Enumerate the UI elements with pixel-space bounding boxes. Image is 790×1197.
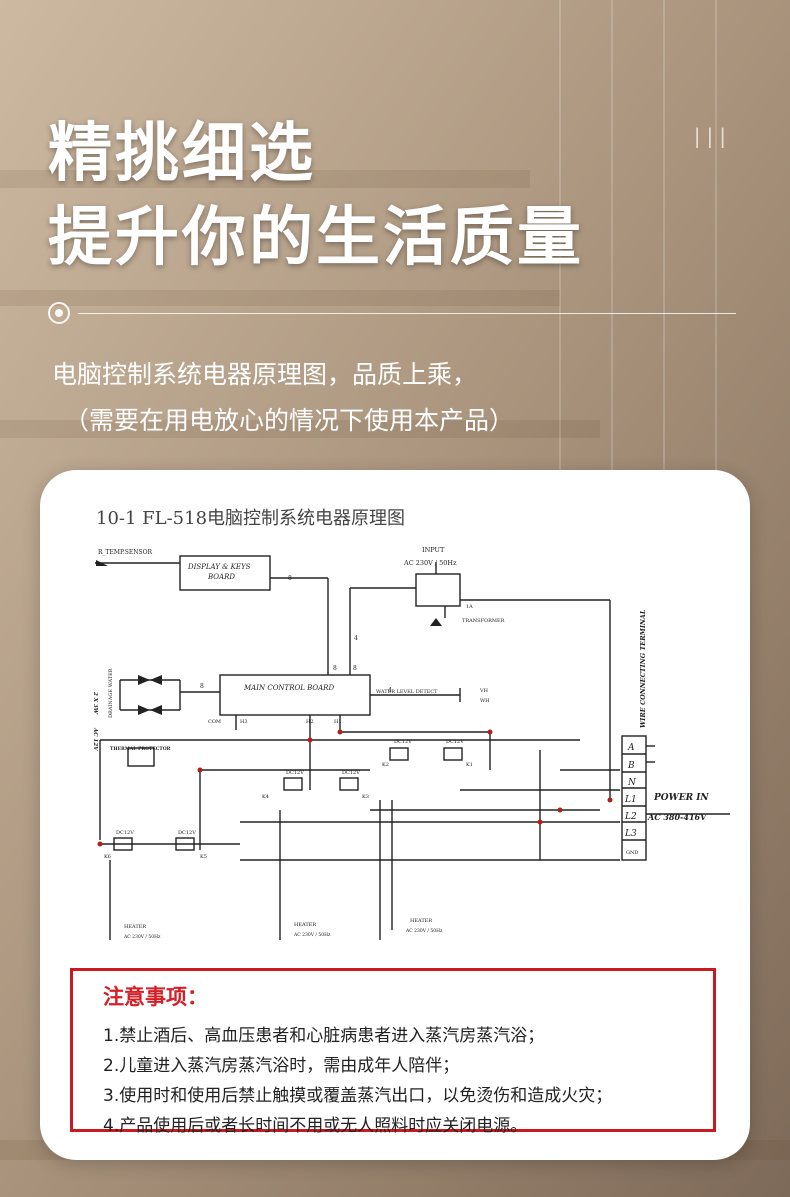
fuse-label: 1A — [466, 604, 473, 610]
pin-h2: H2 — [306, 719, 314, 725]
divider-line — [78, 313, 736, 314]
bus-marker: 4 — [388, 687, 392, 694]
circuit-diagram: 10-1 FL-518电脑控制系统电器原理图 R_TEMP.SENSOR DIS… — [92, 508, 730, 940]
terminal-l1: L1 — [624, 795, 637, 805]
notice-item: 3.使用时和使用后禁止触摸或覆盖蒸汽出口，以免烫伤和造成火灾； — [103, 1086, 613, 1106]
description-line1: 电脑控制系统电器原理图，品质上乘， — [52, 360, 478, 389]
bars-icon: ||| — [693, 124, 732, 148]
description-line2: （需要在用电放心的情况下使用本产品） — [64, 406, 515, 435]
relay-name: K5 — [200, 854, 207, 860]
hero-heading: 精挑细选 提升你的生活质量 — [48, 112, 584, 280]
heater-spec: AC 230V / 50Hz — [293, 932, 331, 938]
relay-name: K4 — [262, 794, 269, 800]
relay-coil: DC12V — [394, 739, 412, 745]
heater-spec: AC 230V / 50Hz — [405, 928, 443, 934]
notice-box: 注意事项： 1.禁止酒后、高血压患者和心脏病患者进入蒸汽房蒸汽浴； 2.儿童进入… — [70, 968, 716, 1136]
bus-marker: 4 — [354, 635, 358, 642]
power-voltage: AC 380-416V — [647, 812, 707, 822]
diagram-title: 10-1 FL-518电脑控制系统电器原理图 — [96, 508, 405, 529]
relay-coil: DC12V — [286, 770, 304, 776]
heater-label: HEATER — [294, 922, 316, 928]
heater-label: HEATER — [124, 924, 146, 930]
pin-h3: H3 — [240, 719, 248, 725]
heater-spec: AC 230V / 50Hz — [123, 934, 161, 940]
power-in-label: POWER IN — [653, 793, 709, 803]
relay-name: K3 — [362, 794, 369, 800]
relay-coil: DC12V — [342, 770, 360, 776]
display-board-line2: BOARD — [207, 573, 235, 581]
input-label: INPUT — [422, 546, 445, 554]
diagram-card: 10-1 FL-518电脑控制系统电器原理图 R_TEMP.SENSOR DIS… — [40, 470, 750, 1160]
relay-coil: DC12V — [116, 830, 134, 836]
relay-coil: DC12V — [178, 830, 196, 836]
description: 电脑控制系统电器原理图，品质上乘， （需要在用电放心的情况下使用本产品） — [52, 352, 514, 444]
relay-name: K6 — [104, 854, 111, 860]
terminal-n: N — [627, 778, 637, 788]
section-divider — [48, 300, 736, 330]
vh-label: VH — [479, 688, 489, 694]
target-circle-icon — [48, 302, 70, 324]
hero-title-line1: 精挑细选 — [48, 117, 316, 191]
main-board-label: MAIN CONTROL BOARD — [243, 684, 334, 692]
hero-title-line2: 提升你的生活质量 — [48, 201, 584, 275]
terminal-gnd: GND — [626, 850, 638, 856]
wh-label: WH — [480, 698, 490, 704]
display-board-line1: DISPLAY & KEYS — [187, 563, 251, 571]
wire-terminal-label: WIRE CONNECTING TERMINAL — [639, 609, 647, 728]
notice-item: 4.产品使用后或者长时间不用或无人照料时应关闭电源。 — [103, 1116, 528, 1136]
relay-coil: DC12V — [446, 739, 464, 745]
notice-item: 2.儿童进入蒸汽房蒸汽浴时，需由成年人陪伴； — [103, 1056, 460, 1076]
water-level-label: WATER LEVEL DETECT — [376, 689, 438, 695]
terminal-b: B — [627, 761, 635, 771]
left-label-voltage: AC 12V — [92, 727, 98, 751]
transformer-label: TRANSFORMER — [462, 618, 505, 624]
relay-name: K1 — [466, 762, 473, 768]
bus-marker: 8 — [353, 665, 357, 672]
sensor-label: R_TEMP.SENSOR — [98, 549, 153, 556]
relay-name: K2 — [382, 762, 389, 768]
drainage-label: DRAINAGE WATER — [108, 668, 114, 718]
terminal-a: A — [627, 743, 635, 753]
terminal-l3: L3 — [624, 829, 637, 839]
notice-title: 注意事项： — [103, 985, 208, 1009]
thermal-label: THERMAL PROTECTOR — [110, 746, 171, 752]
heater-label: HEATER — [410, 918, 432, 924]
left-label-watts: 2 X 3W — [92, 691, 98, 715]
bus-marker: 8 — [333, 665, 337, 672]
notice-item: 1.禁止酒后、高血压患者和心脏病患者进入蒸汽房蒸汽浴； — [103, 1026, 545, 1046]
pin-h1: H1 — [334, 719, 342, 725]
input-voltage: AC 230V / 50Hz — [403, 559, 457, 567]
bus-marker: 8 — [288, 575, 292, 582]
terminal-l2: L2 — [624, 812, 637, 822]
pin-com: COM — [208, 719, 221, 725]
bus-marker: 8 — [200, 683, 204, 690]
